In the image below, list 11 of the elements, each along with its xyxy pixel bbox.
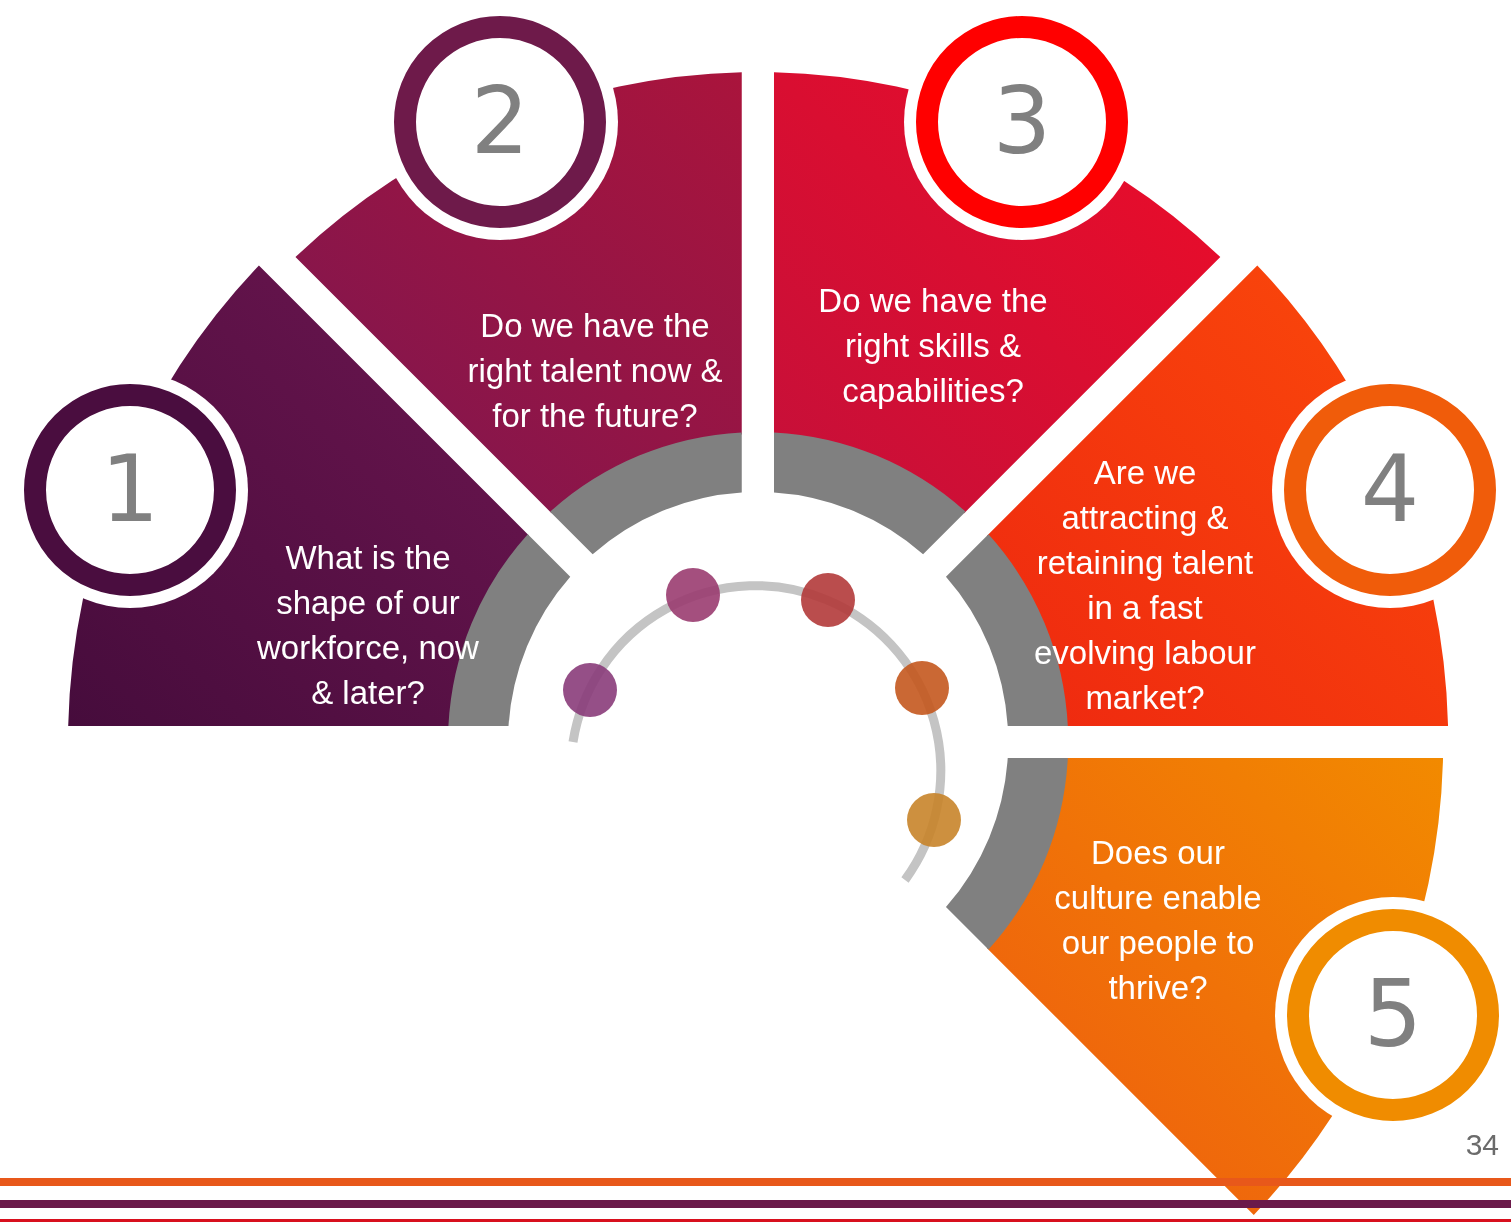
question-text: Are we attracting & retaining talent in a fast evolving labour market? <box>1033 453 1257 718</box>
question-text: Do we have the right skills & capabilities? <box>817 280 1049 411</box>
step-number: 3 <box>992 76 1052 168</box>
step-number: 1 <box>100 444 160 536</box>
page-number: 34 <box>1465 1127 1499 1163</box>
step-number: 5 <box>1363 969 1423 1061</box>
step-number: 2 <box>470 76 530 168</box>
step-number: 4 <box>1360 444 1420 536</box>
question-text: Do we have the right talent now & for the future? <box>466 305 724 436</box>
question-text: What is the shape of our workforce, now & later? <box>256 538 480 713</box>
question-text: Does our culture enable our people to thrive? <box>1053 833 1263 1008</box>
